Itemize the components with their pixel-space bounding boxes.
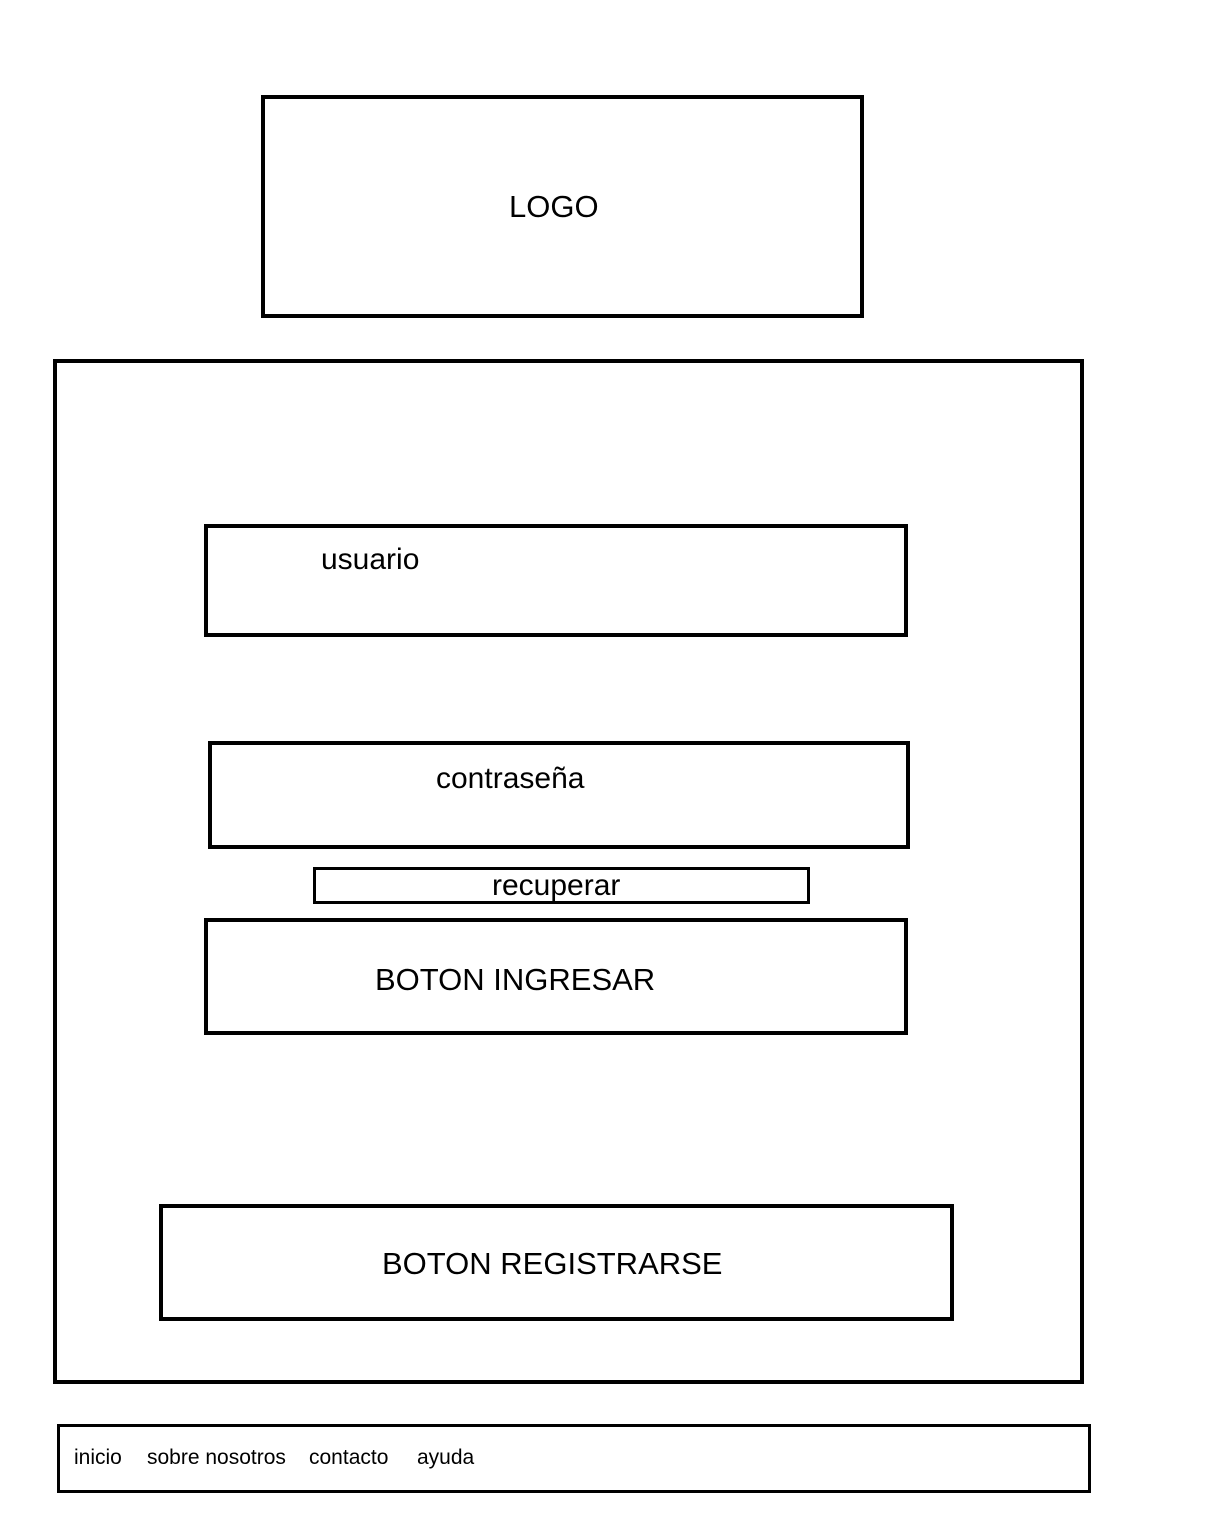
- register-button[interactable]: BOTON REGISTRARSE: [159, 1204, 954, 1321]
- logo-placeholder: LOGO: [261, 95, 864, 318]
- register-button-label: BOTON REGISTRARSE: [382, 1246, 723, 1281]
- footer-link-ayuda[interactable]: ayuda: [417, 1446, 475, 1469]
- username-field-label: usuario: [321, 543, 420, 576]
- login-button[interactable]: BOTON INGRESAR: [204, 918, 908, 1035]
- username-field[interactable]: usuario: [204, 524, 908, 637]
- password-field-label: contraseña: [436, 762, 585, 795]
- footer-nav: inicio sobre nosotros contacto ayuda: [57, 1424, 1091, 1493]
- password-field[interactable]: contraseña: [208, 741, 910, 849]
- login-button-label: BOTON INGRESAR: [375, 962, 656, 997]
- footer-link-contacto[interactable]: contacto: [309, 1446, 389, 1469]
- recover-password-label: recuperar: [492, 869, 621, 902]
- footer-link-inicio[interactable]: inicio: [74, 1446, 122, 1469]
- recover-password-link[interactable]: recuperar: [313, 867, 810, 904]
- footer-link-sobre-nosotros[interactable]: sobre nosotros: [147, 1446, 286, 1469]
- logo-label: LOGO: [509, 189, 599, 224]
